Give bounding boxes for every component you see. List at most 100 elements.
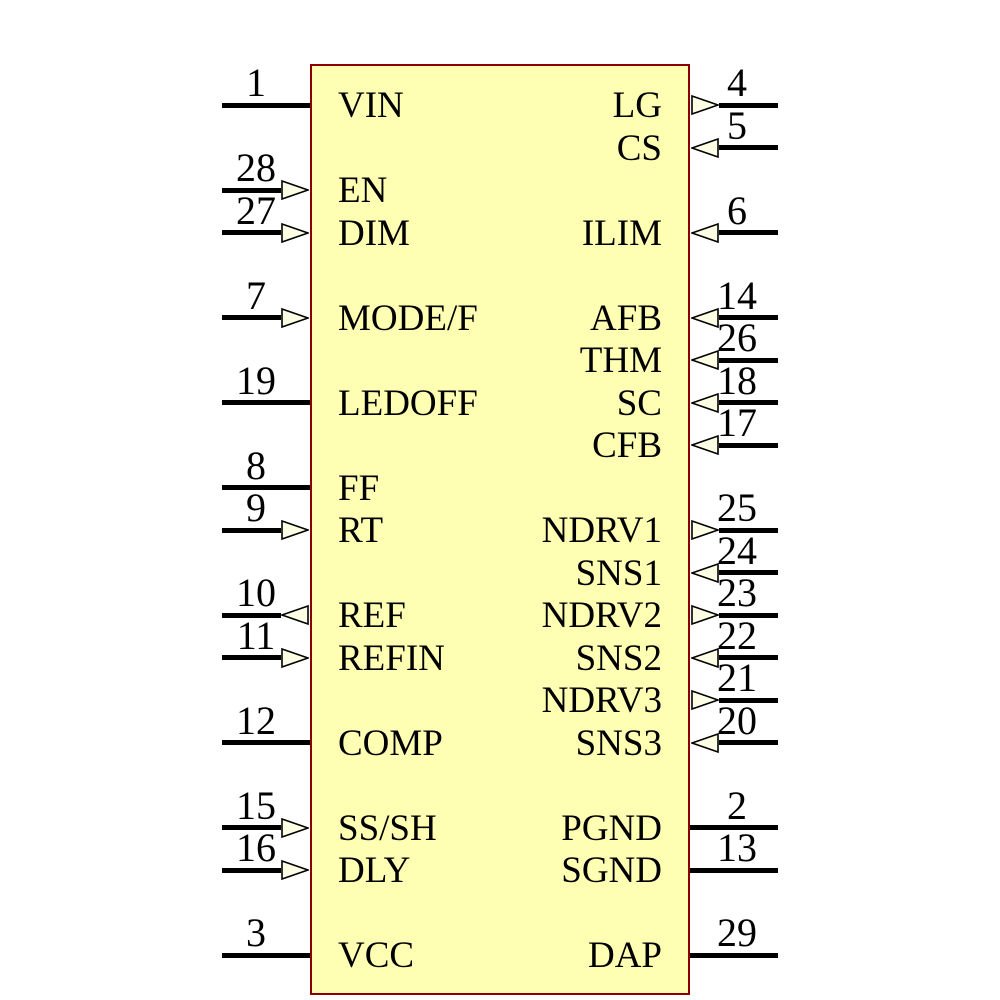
pin-line (719, 102, 778, 108)
pin-label: DAP (587, 935, 662, 976)
pin-line (222, 612, 281, 618)
pin-line (222, 315, 281, 320)
pin-number: 25 (717, 485, 757, 530)
pin-number: 15 (236, 782, 276, 828)
pin-label: EN (338, 170, 388, 211)
pin-label: PGND (561, 807, 662, 849)
pin-label: COMP (338, 722, 443, 764)
pin-number: 4 (727, 60, 747, 105)
pin-number: 6 (727, 187, 747, 233)
ic-body (310, 64, 690, 995)
pin-arrow-out-icon (691, 520, 719, 540)
pin-label: DLY (338, 850, 411, 891)
pin-number: 5 (727, 102, 747, 148)
pin-line (719, 655, 778, 660)
pin-label: SNS1 (575, 552, 662, 594)
pin-label: LG (612, 85, 662, 126)
pin-number: 23 (717, 570, 757, 615)
pin-label: LEDOFF (338, 382, 478, 424)
pin-number: 12 (236, 697, 276, 743)
pin-line (719, 315, 778, 320)
pin-number: 7 (246, 272, 266, 318)
pin-line (222, 485, 310, 490)
pin-number: 22 (717, 612, 757, 658)
pin-line (222, 825, 281, 830)
pin-arrow-in-icon (281, 222, 309, 243)
pin-line (222, 102, 310, 108)
pin-arrow-in-icon (281, 520, 309, 540)
pin-number: 29 (717, 910, 757, 955)
pin-line (719, 442, 778, 448)
pin-number: 19 (236, 357, 276, 403)
pin-arrow-in-icon (691, 137, 719, 158)
pin-label: AFB (590, 297, 662, 339)
pin-line (719, 697, 778, 703)
pin-line (222, 952, 310, 958)
pin-line (690, 825, 778, 830)
pin-arrow-in-icon (691, 562, 719, 583)
pin-arrow-in-icon (691, 307, 719, 328)
pin-label: VCC (338, 935, 415, 976)
pin-line (719, 357, 778, 363)
pin-label: SC (616, 382, 662, 424)
pin-arrow-in-icon (691, 732, 719, 753)
pin-arrow-in-icon (691, 435, 719, 455)
pin-label: DIM (338, 212, 410, 254)
pin-number: 13 (717, 825, 757, 870)
pin-line (222, 867, 281, 873)
pin-label: ILIM (581, 212, 662, 254)
pin-number: 2 (727, 782, 747, 828)
pin-label: REFIN (338, 637, 445, 679)
pin-number: 3 (246, 910, 266, 955)
pin-arrow-in-icon (691, 392, 719, 413)
pin-label: VIN (338, 85, 404, 126)
pin-label: CS (616, 127, 662, 169)
pin-line (690, 952, 778, 958)
pin-line (719, 570, 778, 575)
pin-arrow-in-icon (281, 647, 309, 668)
pin-label: SNS2 (575, 637, 662, 679)
pin-label: NDRV1 (541, 510, 662, 551)
pin-label: NDRV2 (541, 595, 662, 636)
pin-line (222, 230, 281, 235)
pin-number: 20 (717, 697, 757, 743)
pin-number: 21 (717, 655, 757, 700)
pin-line (719, 400, 778, 405)
pin-line (719, 230, 778, 235)
pin-number: 1 (246, 60, 266, 105)
pin-line (719, 527, 778, 533)
pin-line (222, 527, 281, 533)
pin-label: CFB (592, 425, 662, 466)
pin-number: 9 (246, 485, 266, 530)
pin-label: THM (579, 340, 662, 381)
pin-arrow-out-icon (281, 605, 309, 625)
pin-line (222, 655, 281, 660)
pin-line (222, 187, 281, 193)
pin-line (719, 145, 778, 150)
pin-number: 16 (236, 825, 276, 870)
pin-arrow-in-icon (691, 647, 719, 668)
pin-label: FF (338, 467, 380, 509)
pin-label: SNS3 (575, 722, 662, 764)
pin-arrow-in-icon (691, 222, 719, 243)
pin-arrow-in-icon (281, 180, 309, 200)
pin-label: REF (338, 595, 406, 636)
pin-line (222, 740, 310, 745)
pin-number: 14 (717, 272, 757, 318)
pin-arrow-in-icon (691, 350, 719, 370)
pin-number: 18 (717, 357, 757, 403)
pin-arrow-out-icon (691, 605, 719, 625)
pin-arrow-in-icon (281, 307, 309, 328)
pin-arrow-in-icon (281, 817, 309, 838)
pin-arrow-in-icon (281, 860, 309, 880)
pin-line (222, 400, 310, 405)
pin-label: SS/SH (338, 807, 437, 849)
pin-number: 11 (236, 612, 276, 658)
pin-arrow-out-icon (691, 95, 719, 115)
pin-label: NDRV3 (541, 680, 662, 721)
pin-number: 10 (236, 570, 276, 615)
pin-number: 8 (246, 442, 266, 488)
pin-number: 28 (236, 145, 276, 190)
pin-arrow-out-icon (691, 690, 719, 710)
